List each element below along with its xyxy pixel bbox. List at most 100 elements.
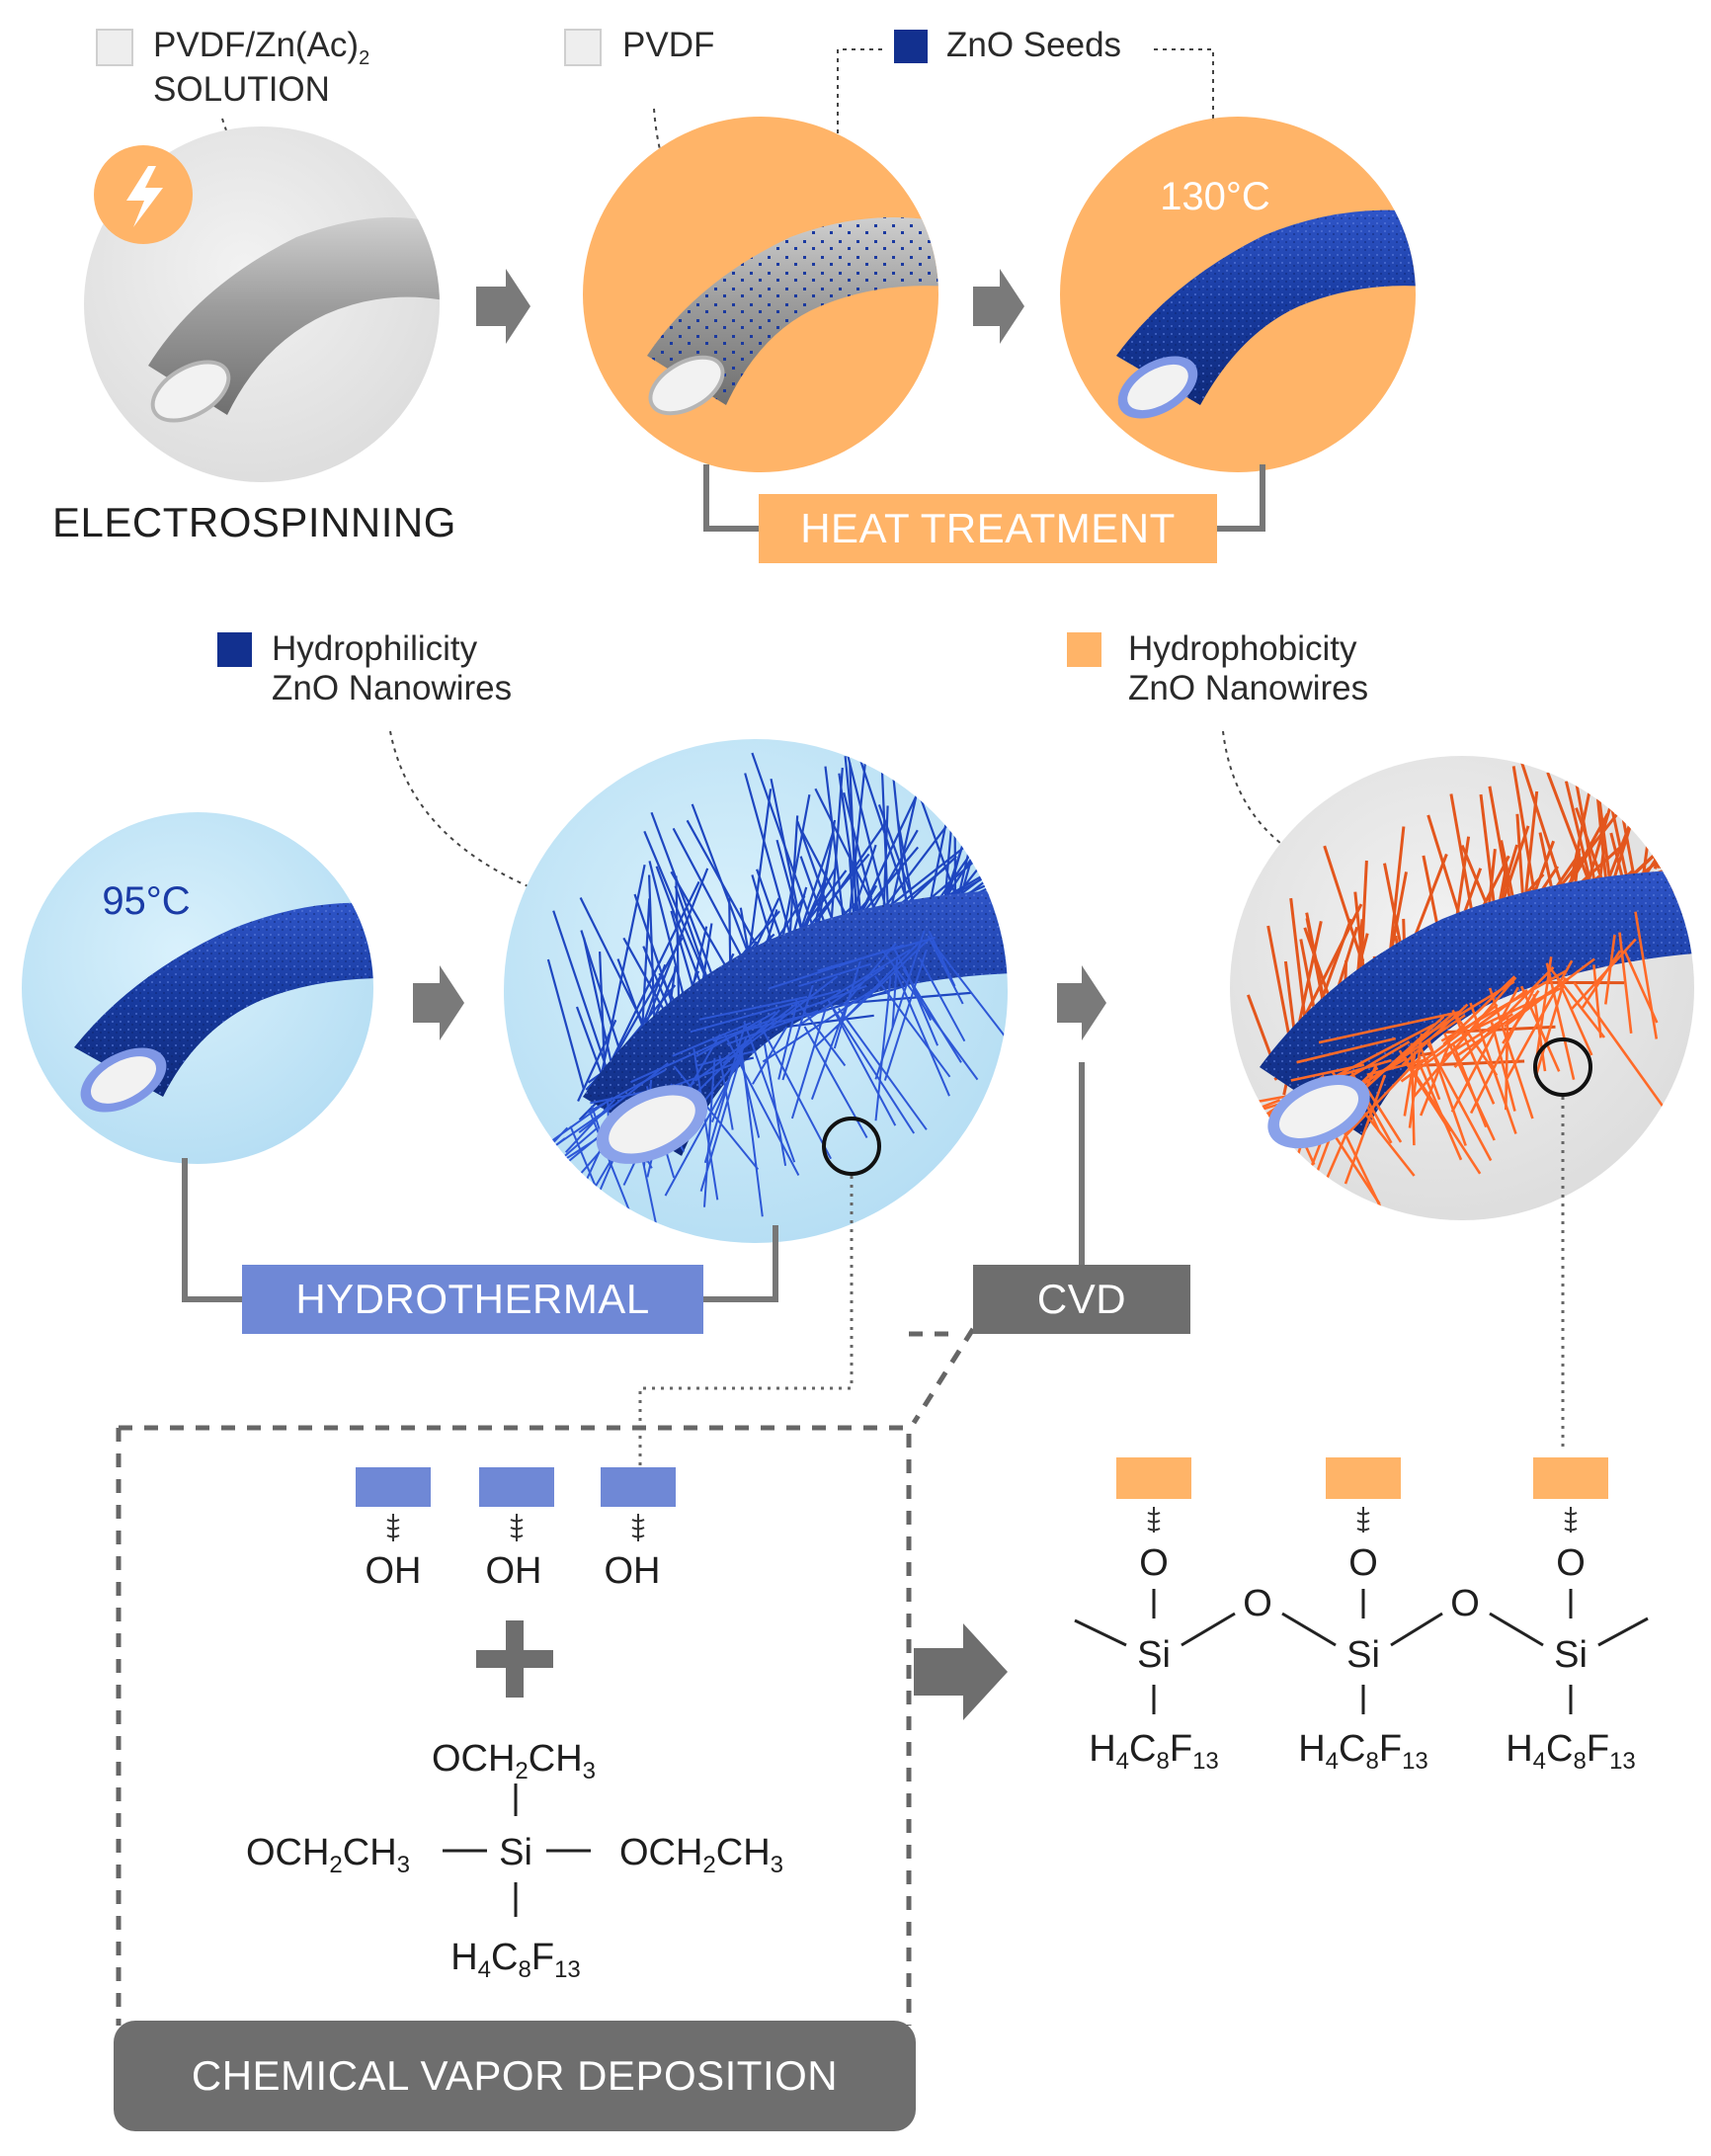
legend-solution-sub: 2 xyxy=(359,47,370,69)
zno-nanowire xyxy=(919,957,966,1042)
zno-nanowire xyxy=(843,791,878,923)
coated-nanowire xyxy=(1344,1056,1422,1136)
product-fluoro-1: H4C8F13 xyxy=(1089,1728,1219,1775)
zno-nanowire xyxy=(992,801,998,899)
chem-dashed-box xyxy=(116,1327,976,2026)
legend-pvdf-label: PVDF xyxy=(622,26,715,64)
coated-nanowire xyxy=(1242,1110,1273,1188)
product-bridge-o-1: O xyxy=(1243,1583,1272,1624)
hydrothermal-label: HYDROTHERMAL xyxy=(242,1265,703,1334)
zno-nanowire xyxy=(839,739,891,923)
zno-nanowire xyxy=(703,1025,747,1164)
zno-nanowire xyxy=(504,1137,566,1218)
product-o-2: O xyxy=(1348,1542,1378,1584)
zno-nanowire xyxy=(762,982,883,1063)
coated-nanowire xyxy=(1573,981,1666,1109)
zno-nanowire xyxy=(980,833,1008,879)
coated-nanowire xyxy=(1667,763,1694,898)
coated-nanowire xyxy=(1682,857,1694,868)
coated-nanowire xyxy=(1587,756,1610,907)
zno-nanowire xyxy=(758,1022,832,1160)
zno-nanowire xyxy=(781,984,814,1081)
zno-nanowire xyxy=(842,942,897,1007)
coated-nanowire xyxy=(1401,1003,1469,1066)
zno-nanowire xyxy=(599,880,700,1086)
electrospinning-caption: ELECTROSPINNING xyxy=(52,499,456,545)
coated-nanowire xyxy=(1490,1022,1516,1112)
zno-nanowire xyxy=(970,814,1008,907)
zno-nanowire xyxy=(990,828,1008,866)
coated-nanowire xyxy=(1672,873,1694,884)
arrow-right-icon xyxy=(1057,965,1106,1040)
zno-nanowire xyxy=(696,1049,757,1067)
coated-nanowire xyxy=(1592,964,1602,1038)
magnifier-circle-icon xyxy=(822,1117,881,1176)
zno-nanowire xyxy=(810,990,853,1100)
zno-nanowire xyxy=(582,937,614,1070)
coated-nanowire xyxy=(1660,756,1694,866)
coated-nanowire xyxy=(1230,1099,1281,1158)
coated-nanowire xyxy=(1618,932,1633,1034)
coated-nanowire xyxy=(1681,762,1694,880)
arrow-right-icon xyxy=(914,1623,1008,1720)
coated-nanowire xyxy=(1674,787,1694,865)
zno-nanowire xyxy=(931,940,1008,1062)
zno-nanowire xyxy=(690,989,841,1034)
silane-si: Si xyxy=(499,1832,532,1873)
coated-nanowire xyxy=(1443,1012,1513,1058)
zno-nanowire xyxy=(927,935,964,1005)
coated-nanowire xyxy=(1653,767,1685,870)
coated-nanowire xyxy=(1451,1009,1496,1105)
coated-nanowire xyxy=(1417,1040,1441,1101)
legend-swatch-hydrophobic xyxy=(1067,632,1101,667)
coated-nanowire xyxy=(1667,756,1674,887)
zno-nanowire xyxy=(982,739,1008,878)
coated-nanowire xyxy=(1318,1010,1461,1044)
zno-nanowire xyxy=(698,995,808,1021)
coated-nanowire xyxy=(1634,911,1659,1039)
zno-nanowire xyxy=(752,1026,788,1085)
legend-solution-line2: SOLUTION xyxy=(153,70,330,109)
product-si-3: Si xyxy=(1554,1634,1588,1676)
zno-nanowire xyxy=(874,930,926,1080)
coated-nanowire xyxy=(1394,1011,1456,1063)
zno-nanowire xyxy=(723,1034,800,1176)
coated-nanowire xyxy=(1505,1017,1509,1111)
zno-nanowire xyxy=(892,965,950,1097)
zno-nanowire xyxy=(983,784,991,898)
zno-nanowire xyxy=(985,754,1008,888)
plus-icon xyxy=(476,1620,553,1698)
zno-nanowire xyxy=(928,930,956,987)
chemical-vapor-deposition-label: CHEMICAL VAPOR DEPOSITION xyxy=(114,2021,916,2131)
zno-nanowire xyxy=(743,1021,796,1163)
zno-nanowire xyxy=(837,1007,928,1130)
zno-nanowire xyxy=(703,1057,716,1207)
oh-label-3: OH xyxy=(605,1550,661,1592)
coated-nanowire xyxy=(1532,994,1547,1072)
cvd-label: CVD xyxy=(973,1265,1190,1334)
coated-nanowire xyxy=(1658,790,1694,870)
silane-left-group: OCH2CH3 xyxy=(246,1832,410,1878)
zno-nanowire xyxy=(874,976,892,1121)
coated-nanowire xyxy=(1679,774,1694,875)
legend-swatch-zno-seeds xyxy=(894,30,928,63)
zno-nanowire xyxy=(743,1009,829,1032)
zno-nanowire xyxy=(815,937,932,1047)
coated-nanowire xyxy=(1366,1057,1429,1076)
coated-nanowire xyxy=(1230,1123,1281,1143)
fluorosilane-product: O O O Si Si Si O O H4C8F13 H4C8F13 H4C8F… xyxy=(1074,1457,1649,1775)
zno-nanowire xyxy=(891,958,899,1028)
coated-nanowire xyxy=(1686,756,1694,860)
coated-nanowire xyxy=(1417,1060,1463,1161)
coated-nanowire xyxy=(1426,1042,1493,1162)
hydrophilic-nanowires-illustration xyxy=(504,739,1008,1243)
coated-nanowire xyxy=(1290,1063,1365,1082)
coated-nanowire xyxy=(1361,1082,1403,1143)
coated-nanowire xyxy=(1230,1127,1268,1199)
zno-nanowire xyxy=(826,998,897,1126)
zno-nanowire xyxy=(892,947,933,1022)
temp-130c-label: 130°C xyxy=(1160,175,1270,218)
zno-nanowire xyxy=(797,966,886,1028)
pvdf-seeds-illustration xyxy=(583,117,938,472)
